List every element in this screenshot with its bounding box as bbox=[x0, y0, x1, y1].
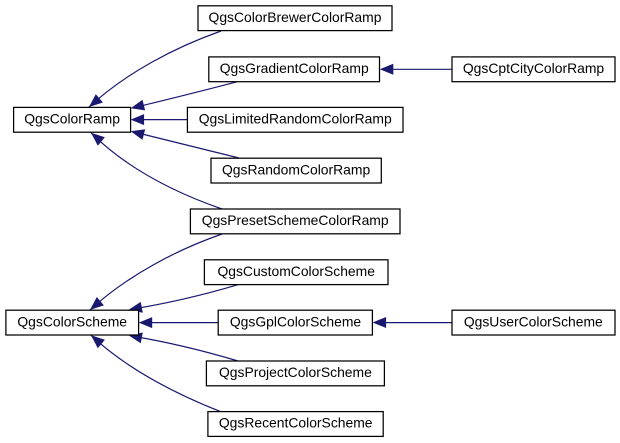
svg-text:QgsColorScheme: QgsColorScheme bbox=[17, 313, 127, 329]
svg-text:QgsLimitedRandomColorRamp: QgsLimitedRandomColorRamp bbox=[199, 111, 392, 127]
svg-text:QgsColorBrewerColorRamp: QgsColorBrewerColorRamp bbox=[209, 9, 382, 25]
svg-text:QgsProjectColorScheme: QgsProjectColorScheme bbox=[219, 364, 372, 380]
svg-text:QgsUserColorScheme: QgsUserColorScheme bbox=[464, 313, 603, 329]
svg-text:QgsRecentColorScheme: QgsRecentColorScheme bbox=[219, 415, 373, 431]
svg-text:QgsCptCityColorRamp: QgsCptCityColorRamp bbox=[463, 60, 605, 76]
svg-text:QgsGradientColorRamp: QgsGradientColorRamp bbox=[220, 60, 369, 76]
svg-text:QgsRandomColorRamp: QgsRandomColorRamp bbox=[222, 161, 371, 177]
svg-text:QgsPresetSchemeColorRamp: QgsPresetSchemeColorRamp bbox=[202, 212, 389, 228]
svg-text:QgsColorRamp: QgsColorRamp bbox=[24, 111, 120, 127]
svg-text:QgsCustomColorScheme: QgsCustomColorScheme bbox=[217, 263, 375, 279]
svg-text:QgsGplColorScheme: QgsGplColorScheme bbox=[230, 313, 362, 329]
